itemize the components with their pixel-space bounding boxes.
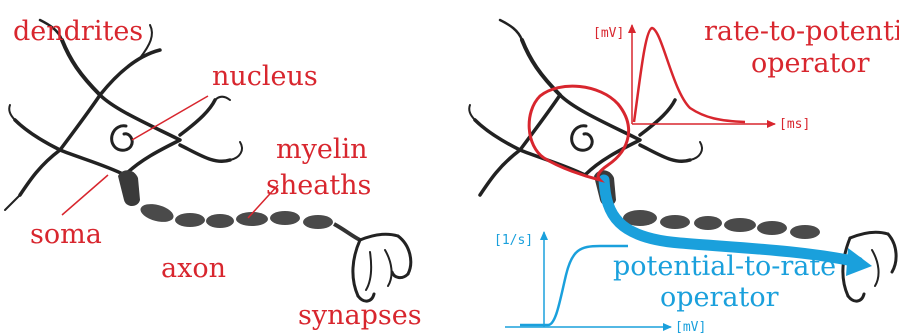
ptr-title-line1: potential-to-rate bbox=[613, 251, 836, 282]
left-axon bbox=[334, 224, 360, 240]
label-sheaths: sheaths bbox=[266, 170, 371, 201]
rtp-title-line2: operator bbox=[751, 48, 870, 79]
ptr-curve bbox=[520, 246, 628, 325]
label-synapses: synapses bbox=[298, 300, 422, 331]
label-soma: soma bbox=[30, 219, 102, 250]
potential-to-rate-arrowhead bbox=[846, 248, 872, 276]
left-nucleus bbox=[112, 126, 133, 150]
rtp-x-label: [ms] bbox=[779, 117, 810, 132]
ptr-y-label: [1/s] bbox=[494, 233, 533, 248]
label-myelin: myelin bbox=[276, 134, 368, 165]
left-synapses bbox=[353, 234, 411, 301]
ptr-x-label: [mV] bbox=[675, 320, 706, 335]
left-soma bbox=[60, 95, 180, 175]
left-axon-hillock bbox=[118, 170, 140, 206]
label-dendrites: dendrites bbox=[13, 16, 143, 47]
left-myelin-sheaths bbox=[139, 201, 333, 229]
rtp-title-line1: rate-to-potential bbox=[704, 16, 899, 47]
rate-to-potential-ring bbox=[529, 86, 628, 180]
right-dendrites bbox=[469, 20, 702, 195]
label-nucleus: nucleus bbox=[212, 61, 318, 92]
ptr-title-line2: operator bbox=[660, 282, 779, 313]
rtp-y-label: [mV] bbox=[593, 26, 624, 41]
left-pointer-lines bbox=[62, 96, 278, 218]
right-nucleus bbox=[572, 126, 593, 150]
label-axon: axon bbox=[161, 253, 226, 284]
